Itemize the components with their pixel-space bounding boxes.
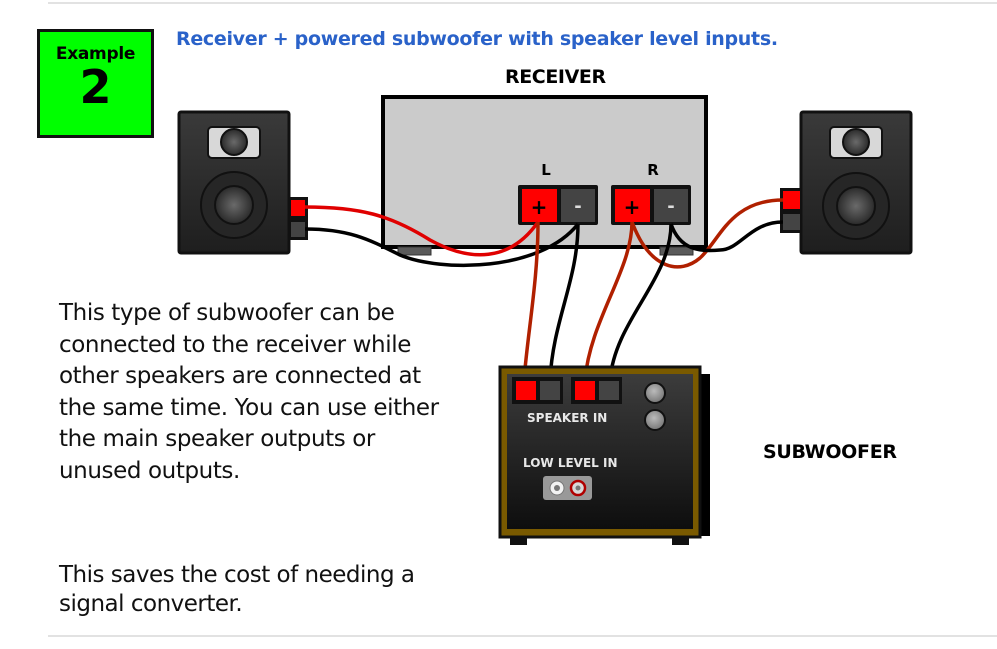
example-badge-label: Example <box>55 44 136 64</box>
note-text: This saves the cost of needing a signal … <box>59 562 415 617</box>
bottom-divider <box>48 635 997 637</box>
sub-in-r-minus <box>599 381 619 400</box>
wire-right-speaker-negative <box>669 220 784 253</box>
wire-sub-l-positive <box>522 221 540 381</box>
right-speaker-minus <box>783 214 800 230</box>
wire-sub-l-negative <box>548 223 580 381</box>
left-speaker-minus <box>291 222 305 237</box>
left-speaker <box>177 110 308 255</box>
wire-sub-r-negative <box>608 223 673 381</box>
terminal-r-minus-sign: - <box>667 196 674 217</box>
example-badge: Example 2 <box>37 29 154 138</box>
channel-r-label: R <box>647 161 659 179</box>
terminal-l-plus <box>522 189 557 222</box>
left-tweeter-icon <box>220 128 248 156</box>
terminal-r-minus <box>654 189 688 222</box>
subwoofer-unit: SPEAKER IN LOW LEVEL IN <box>498 365 710 545</box>
terminal-l-minus <box>561 189 595 222</box>
sub-in-l-minus <box>540 381 560 400</box>
receiver-foot-left <box>397 246 432 256</box>
terminal-r-plus <box>615 189 650 222</box>
wire-left-speaker-positive <box>304 205 540 257</box>
sub-in-r-plus <box>575 381 595 400</box>
top-divider <box>48 2 997 4</box>
subwoofer-foot-right <box>672 537 689 545</box>
subwoofer-label: SUBWOOFER <box>763 441 897 463</box>
diagram-title: Receiver + powered subwoofer with speake… <box>176 28 778 50</box>
terminal-r-plus-sign: + <box>624 195 641 219</box>
example-badge-number: 2 <box>79 60 112 114</box>
terminal-l-plus-sign: + <box>531 195 548 219</box>
terminal-l-minus-sign: - <box>574 196 581 217</box>
left-speaker-plus <box>291 200 305 216</box>
receiver-label: RECEIVER <box>505 66 606 88</box>
receiver-foot-right <box>659 246 694 256</box>
sub-knob-bottom-icon[interactable] <box>644 409 666 431</box>
speaker-in-label: SPEAKER IN <box>527 411 607 425</box>
right-tweeter-icon <box>842 128 870 156</box>
sub-knob-top-icon[interactable] <box>644 382 666 404</box>
right-speaker <box>780 110 913 255</box>
terminal-r: + - <box>611 185 691 225</box>
terminal-l: + - <box>518 185 598 225</box>
wire-sub-r-positive <box>583 221 634 381</box>
subwoofer-foot-left <box>510 537 527 545</box>
sub-in-l-plus <box>516 381 536 400</box>
description-text: This type of subwoofer can be connected … <box>59 300 439 484</box>
low-level-in-label: LOW LEVEL IN <box>523 456 618 470</box>
wire-right-speaker-positive <box>630 198 784 269</box>
channel-l-label: L <box>541 161 551 179</box>
right-speaker-plus <box>783 191 800 209</box>
receiver-unit: L R + - + - <box>381 95 708 256</box>
